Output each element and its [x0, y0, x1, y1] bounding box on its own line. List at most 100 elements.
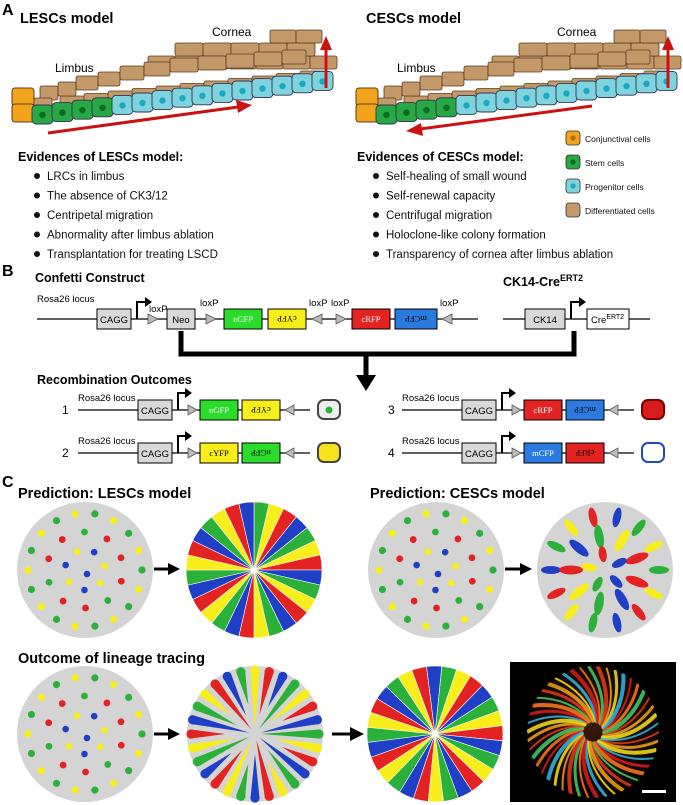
lescs-cornea-label: Cornea [212, 25, 252, 39]
labelled-cell [641, 442, 665, 463]
cyfp-gene-inverted: cYFP [277, 314, 297, 324]
cescs-limbus-label: Limbus [397, 61, 436, 75]
gene-inverted: cRFP [575, 448, 594, 458]
bullet-dot [34, 231, 40, 238]
lescs-cell-layers [11, 29, 338, 125]
evidence-item: LRCs in limbus [47, 171, 125, 183]
rosa26-locus-label: Rosa26 locus [37, 294, 95, 305]
ck14-promoter: CK14 [533, 315, 557, 326]
outcome-number: 4 [388, 446, 395, 460]
lescs-limbus-label: Limbus [55, 61, 94, 75]
gene-inverted: cYFP [251, 405, 271, 415]
lineage-outcome-title: Outcome of lineage tracing [18, 651, 205, 667]
ck14-cre-construct: CK14 CreERT2 [503, 297, 650, 330]
recombination-connector [178, 331, 577, 391]
bullet-dot [373, 251, 379, 257]
gene-forward: nGFP [209, 405, 229, 415]
prediction-lescs-final [185, 501, 323, 639]
outcome-number: 1 [62, 403, 69, 417]
legend-swatch [565, 202, 581, 218]
rosa26-locus-label: Rosa26 locus [402, 393, 460, 404]
cagg-promoter: CAGG [141, 406, 169, 417]
cagg-promoter: CAGG [141, 449, 169, 460]
lescs-evidence-list: Evidences of LESCs model: LRCs in limbus… [18, 150, 218, 261]
evidence-item: Holoclone-like colony formation [386, 230, 546, 242]
transition-arrow-4 [332, 727, 364, 741]
confetti-construct-title: Confetti Construct [35, 271, 146, 285]
loxp-label-3: loxP [309, 298, 327, 309]
rfp-gene: cRFP [362, 314, 381, 324]
rosa26-locus-label: Rosa26 locus [78, 393, 136, 404]
lescs-epithelium: Cornea Limbus [11, 25, 338, 135]
cescs-evidence-list: Evidences of CESCs model: Self-healing o… [357, 150, 613, 261]
gene-forward: mCFP [532, 448, 554, 458]
legend-label: Conjunctival cells [585, 134, 651, 144]
bullet-dot [34, 212, 40, 218]
cagg-promoter: CAGG [100, 315, 128, 326]
evidence-item: Transplantation for treating LSCD [47, 249, 218, 261]
mcfp-gene-inverted: mCFP [405, 314, 427, 324]
bullet-dot [34, 251, 40, 257]
lineage-intermediate [186, 665, 324, 803]
confetti-construct: Rosa26 locus CAGG loxP Neo loxP nGFP cYF… [37, 294, 478, 330]
bullet-dot [373, 231, 379, 238]
gene-inverted: nGFP [251, 448, 271, 458]
loxp-label-2: loxP [200, 298, 218, 309]
evidence-item: Transparency of cornea after limbus abla… [386, 249, 613, 261]
panel-label-a: A [2, 2, 14, 19]
cescs-cell-layers [355, 29, 682, 125]
labelled-cell [641, 399, 665, 420]
rosa26-locus-label: Rosa26 locus [402, 436, 460, 447]
lineage-initial [17, 666, 153, 802]
lineage-final [366, 665, 504, 803]
lineage-tracing-photo [510, 662, 676, 802]
lescs-evidence-title: Evidences of LESCs model: [18, 150, 183, 164]
prediction-lescs-initial [17, 502, 153, 638]
panel-label-c: C [2, 474, 14, 491]
gene-forward: cYFP [209, 448, 229, 458]
cescs-model-title: CESCs model [366, 11, 461, 27]
cescs-epithelium: Cornea Limbus [355, 25, 682, 136]
evidence-item: Centripetal migration [47, 210, 153, 222]
cre-ert2-gene: CreERT2 [591, 314, 624, 326]
loxp-label-4: loxP [331, 298, 349, 309]
bullet-dot [373, 173, 379, 179]
vertical-arrow-left [320, 36, 332, 88]
centripetal-arrow [47, 100, 252, 135]
vertical-arrow-right [662, 36, 674, 88]
loxp-label-5: loxP [440, 298, 458, 309]
gene-forward: cRFP [534, 405, 553, 415]
gene-inverted: mCFP [574, 405, 596, 415]
evidence-item: Abnormality after limbus ablation [47, 230, 214, 242]
panel-label-b: B [2, 263, 14, 280]
scale-bar [642, 790, 666, 793]
prediction-cescs-title: Prediction: CESCs model [370, 486, 545, 502]
evidence-item: Self-healing of small wound [386, 171, 527, 183]
legend-label: Stem cells [585, 158, 624, 168]
cagg-promoter: CAGG [465, 406, 493, 417]
transition-arrow-1 [154, 563, 180, 575]
bullet-dot [34, 192, 40, 199]
transition-arrow-3 [154, 728, 180, 740]
transition-arrow-2 [505, 563, 532, 575]
prediction-lescs-title: Prediction: LESCs model [18, 486, 191, 502]
bullet-dot [34, 173, 40, 179]
lescs-model-title: LESCs model [20, 11, 113, 27]
prediction-cescs-final [537, 502, 673, 638]
bullet-dot [373, 192, 379, 199]
ck14-cre-title: CK14-CreERT2 [503, 273, 583, 289]
ngfp-gene: nGFP [233, 314, 253, 324]
cescs-cornea-label: Cornea [557, 25, 597, 39]
loxp-label-1: loxP [149, 304, 167, 315]
bullet-dot [373, 212, 379, 218]
cagg-promoter: CAGG [465, 449, 493, 460]
rosa26-locus-label: Rosa26 locus [78, 436, 136, 447]
evidence-item: Self-renewal capacity [386, 191, 496, 203]
